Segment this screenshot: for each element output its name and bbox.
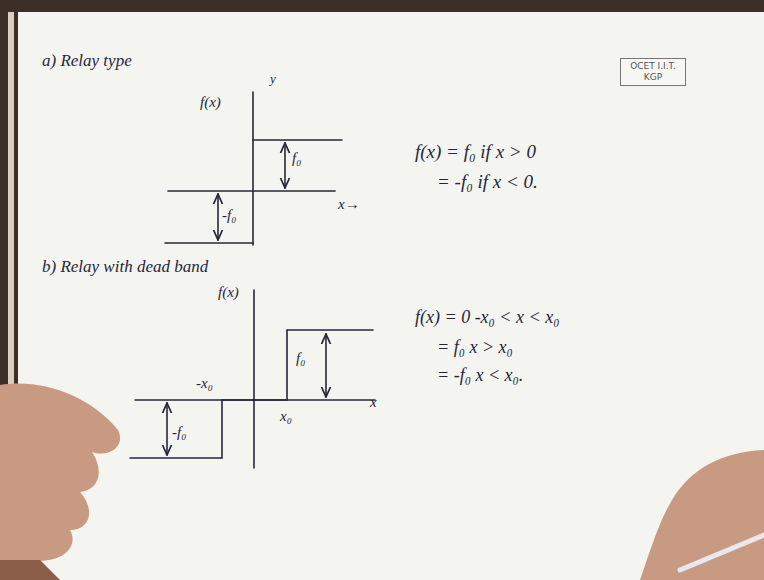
handwritten-note: f₀ [296, 350, 305, 367]
handwritten-note: y [270, 72, 276, 86]
graph-relay [165, 92, 342, 245]
logo-box: OCET I.I.T. KGP [620, 58, 686, 86]
handwritten-note: -x₀ [196, 375, 213, 392]
handwritten-note: = f₀ x > x₀ [437, 338, 513, 358]
handwritten-note: x₀ [280, 408, 292, 425]
hands [0, 383, 764, 580]
handwritten-note: = -f₀ x < x₀. [437, 366, 523, 386]
handwritten-note: a) Relay type [42, 52, 132, 71]
handwritten-note: f(x) = f₀ if x > 0 [415, 142, 536, 163]
logo-text: OCET I.I.T. KGP [625, 61, 681, 83]
handwritten-note: b) Relay with dead band [42, 258, 208, 277]
handwritten-note: f(x) [200, 94, 221, 111]
handwritten-note: x [370, 394, 377, 411]
handwritten-note: f₀ [292, 150, 301, 167]
handwritten-note: -f₀ [222, 207, 236, 224]
graph-dead-band [130, 290, 375, 468]
handwritten-note: f(x) = 0 -x₀ < x < x₀ [415, 308, 559, 328]
handwritten-note: x→ [338, 196, 360, 213]
handwritten-note: f(x) [218, 284, 239, 301]
handwritten-note: -f₀ [172, 424, 186, 441]
paper [18, 12, 764, 580]
handwritten-note: = -f₀ if x < 0. [437, 172, 538, 193]
